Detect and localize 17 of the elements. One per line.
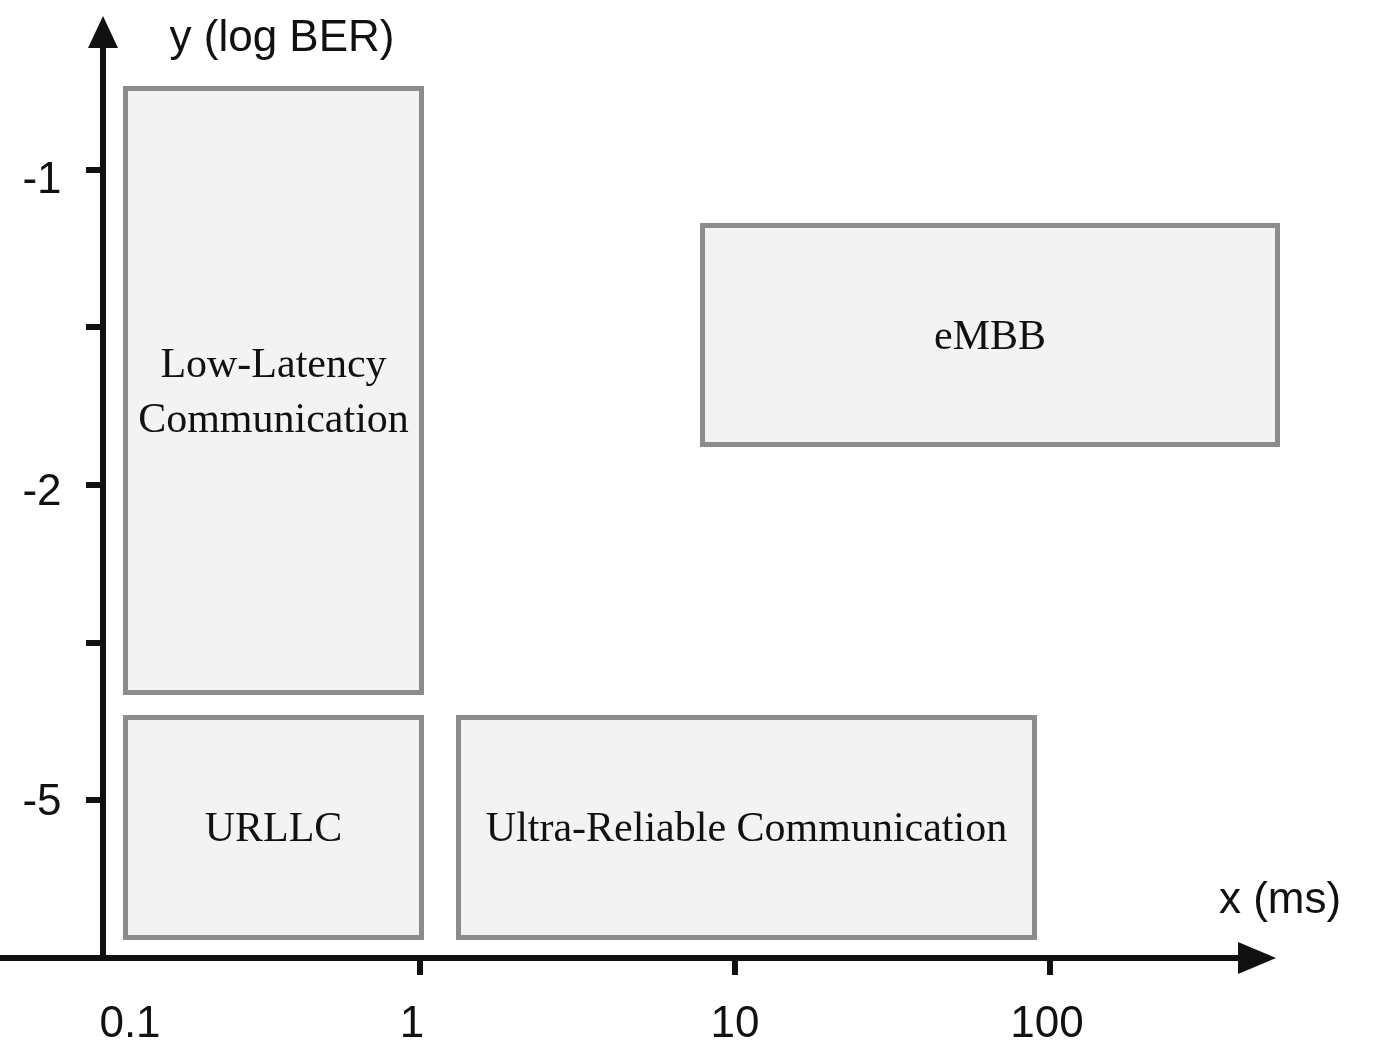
region-box: [700, 223, 1280, 447]
region-label: Ultra-Reliable Communication: [485, 803, 1008, 853]
axis-title: x (ms): [1218, 873, 1342, 923]
region-box: [123, 86, 424, 695]
tick-label: 0.1: [99, 997, 161, 1047]
tick-label: 100: [1010, 997, 1084, 1047]
tick-label: -5: [22, 775, 62, 825]
region-box: [456, 715, 1037, 940]
tick-label: -1: [22, 153, 62, 203]
region-label: URLLC: [204, 803, 343, 853]
axis-title: y (log BER): [169, 11, 395, 61]
tick-label: 10: [710, 997, 760, 1047]
tick-label: 1: [399, 997, 425, 1047]
tick-label: -2: [22, 465, 62, 515]
region-label: Low-Latency Communication: [137, 338, 410, 443]
region-label: eMBB: [934, 310, 1046, 360]
region-box: [123, 715, 424, 940]
